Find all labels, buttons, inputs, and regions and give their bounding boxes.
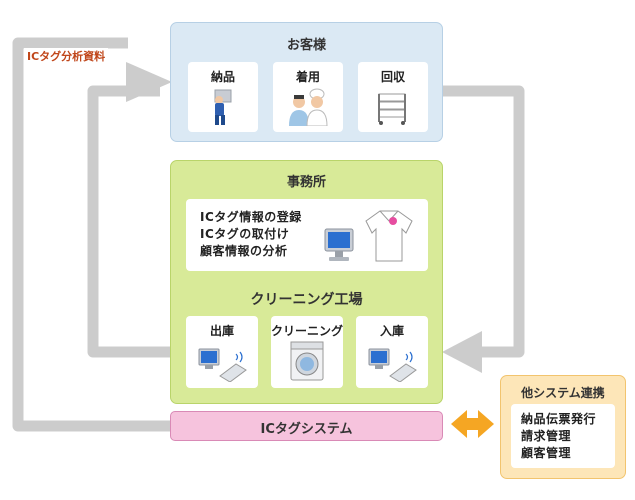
- ic-system-bar[interactable]: ICタグシステム: [170, 411, 443, 441]
- card-receiving[interactable]: 入庫: [356, 316, 428, 388]
- card-cleaning-label: クリーニング: [271, 324, 344, 338]
- factory-title: クリーニング工場: [250, 292, 363, 308]
- customer-panel: お客様 納品 着用 回収: [170, 22, 443, 142]
- office-task-list: ICタグ情報の登録 ICタグの取付け 顧客情報の分析: [200, 209, 302, 260]
- laundry-cart-icon: [358, 86, 428, 126]
- task-attach: ICタグの取付け: [200, 227, 290, 241]
- task-register: ICタグ情報の登録: [200, 210, 302, 224]
- task-analyze: 顧客情報の分析: [200, 244, 288, 258]
- office-title: 事務所: [286, 175, 326, 190]
- card-shipping[interactable]: 出庫: [186, 316, 258, 388]
- ic-feedback-arrow: [12, 37, 172, 432]
- card-collect[interactable]: 回収: [358, 62, 428, 132]
- office-panel: 事務所 ICタグ情報の登録 ICタグの取付け 顧客情報の分析 クリーニング工場 …: [170, 160, 443, 404]
- office-task-card: ICタグ情報の登録 ICタグの取付け 顧客情報の分析: [186, 199, 428, 271]
- other-system-card: 納品伝票発行 請求管理 顧客管理: [511, 404, 615, 468]
- card-receiving-label: 入庫: [379, 324, 404, 338]
- other-item-customer: 顧客管理: [521, 446, 572, 460]
- card-cleaning[interactable]: クリーニング: [271, 316, 343, 388]
- pc-scanner-icon: [186, 342, 258, 382]
- shirt-icon: [362, 207, 416, 269]
- card-delivery-label: 納品: [210, 70, 235, 84]
- other-system-list: 納品伝票発行 請求管理 顧客管理: [521, 411, 596, 462]
- customer-title: お客様: [286, 38, 326, 53]
- ic-system-label: ICタグシステム: [260, 422, 353, 437]
- other-system-panel: 他システム連携 納品伝票発行 請求管理 顧客管理: [500, 375, 626, 479]
- customer-to-factory-arrowhead: [442, 331, 482, 373]
- pc-scanner-icon: [356, 342, 428, 382]
- customer-to-factory-arrow: [443, 85, 525, 358]
- factory-return-arrow: [87, 85, 170, 358]
- other-item-billing: 請求管理: [521, 429, 572, 443]
- delivery-person-icon: [188, 86, 258, 126]
- washing-machine-icon: [271, 341, 343, 382]
- card-collect-label: 回収: [380, 70, 405, 84]
- double-arrow-icon: [451, 410, 494, 438]
- card-wear[interactable]: 着用: [273, 62, 343, 132]
- flow-label: ICタグ分析資料: [24, 48, 109, 64]
- other-system-title: 他システム連携: [521, 386, 605, 400]
- wearers-icon: [273, 86, 343, 126]
- monitor-icon: [322, 227, 356, 267]
- card-delivery[interactable]: 納品: [188, 62, 258, 132]
- card-shipping-label: 出庫: [209, 324, 234, 338]
- card-wear-label: 着用: [295, 70, 320, 84]
- other-item-invoice: 納品伝票発行: [521, 412, 597, 426]
